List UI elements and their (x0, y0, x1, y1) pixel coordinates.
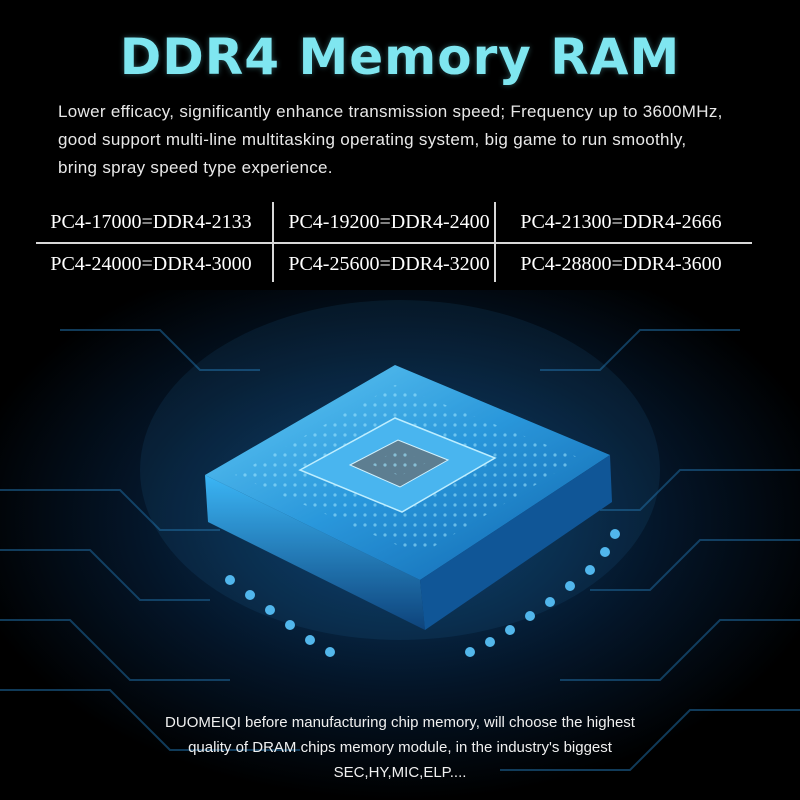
table-divider-vertical (272, 202, 274, 282)
page-title: DDR4 Memory RAM (119, 28, 681, 86)
table-divider-vertical (494, 202, 496, 282)
spec-cell: PC4-17000=DDR4-2133 (50, 211, 252, 233)
chip-illustration (0, 290, 800, 800)
chip-glow (140, 300, 660, 640)
spec-cell: PC4-28800=DDR4-3600 (520, 253, 722, 275)
table-divider-horizontal (36, 242, 752, 244)
spec-cell: PC4-19200=DDR4-2400 (288, 211, 490, 233)
spec-cell: PC4-25600=DDR4-3200 (288, 253, 490, 275)
intro-line: bring spray speed type experience. (58, 158, 333, 177)
footer-text: DUOMEIQI before manufacturing chip memor… (0, 710, 800, 785)
spec-cell: PC4-24000=DDR4-3000 (50, 253, 252, 275)
chip-pins (225, 529, 620, 657)
spec-table: PC4-17000=DDR4-2133 PC4-19200=DDR4-2400 … (36, 202, 752, 282)
intro-line: Lower efficacy, significantly enhance tr… (58, 102, 723, 121)
intro-text: Lower efficacy, significantly enhance tr… (58, 98, 788, 182)
chip-body (205, 365, 612, 630)
intro-line: good support multi-line multitasking ope… (58, 130, 687, 149)
spec-cell: PC4-21300=DDR4-2666 (520, 211, 722, 233)
circuit-traces (0, 329, 800, 771)
footer-line: DUOMEIQI before manufacturing chip memor… (165, 714, 635, 731)
footer-line: quality of DRAM chips memory module, in … (188, 739, 612, 756)
footer-line: SEC,HY,MIC,ELP.... (333, 764, 467, 781)
